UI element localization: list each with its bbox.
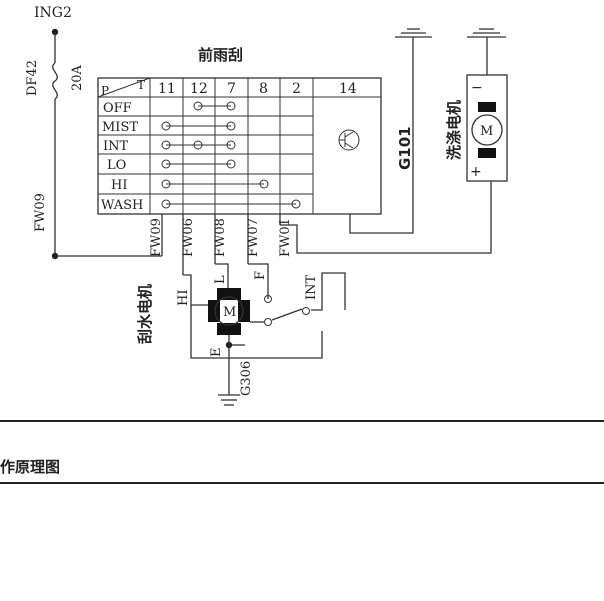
col-header-12: 12 xyxy=(190,81,208,97)
switch-table xyxy=(97,77,382,215)
switch-title: 前雨刮 xyxy=(198,46,243,64)
fuse-name: DF42 xyxy=(25,60,40,96)
row-label-wash: WASH xyxy=(101,198,143,213)
row-label-int: INT xyxy=(103,139,129,154)
g101-label: G101 xyxy=(396,126,414,170)
terminal-f: F xyxy=(253,271,268,280)
ground-node xyxy=(225,341,233,349)
terminal-hi: HI xyxy=(176,290,191,306)
washer-motor-label: 洗涤电机 xyxy=(445,100,463,160)
g101-ground-symbol xyxy=(395,28,432,38)
switch-contacts xyxy=(161,101,301,209)
col-header-11: 11 xyxy=(158,81,176,97)
wire-label-fw07: FW07 xyxy=(246,218,261,257)
col-header-2: 2 xyxy=(292,81,301,97)
wire-label-fw09: FW09 xyxy=(149,218,164,257)
wiper-motor-label: 刮水电机 xyxy=(136,284,154,344)
transistor-symbol xyxy=(338,129,360,151)
wire-label-fw08: FW08 xyxy=(213,218,228,257)
wire-label-fw06: FW06 xyxy=(181,218,196,257)
wiper-motor-m: M xyxy=(223,305,236,320)
g306-ground-symbol xyxy=(218,394,240,406)
fuse-rating: 20A xyxy=(70,64,85,91)
wiper-motor xyxy=(208,288,250,335)
row-label-mist: MIST xyxy=(102,120,138,135)
washer-motor xyxy=(466,74,508,182)
terminal-e: E xyxy=(209,348,224,358)
row-label-hi: HI xyxy=(111,178,127,193)
washer-ground-symbol xyxy=(467,28,506,38)
left-wire-label: FW09 xyxy=(33,193,48,232)
col-header-8: 8 xyxy=(259,81,268,97)
wire-label-fw01: FW01 xyxy=(278,218,293,257)
corner-p: P xyxy=(101,84,109,98)
caption-text: 作原理图 xyxy=(0,458,60,476)
ing2-label: ING2 xyxy=(34,5,72,21)
col-header-7: 7 xyxy=(227,81,236,97)
washer-minus: − xyxy=(471,80,483,96)
terminal-l: L xyxy=(213,275,228,284)
fuse-symbol xyxy=(52,62,58,100)
washer-plus: + xyxy=(470,164,482,180)
col-header-14: 14 xyxy=(339,81,357,97)
row-label-lo: LO xyxy=(107,158,126,173)
terminal-int: INT xyxy=(304,274,319,300)
washer-motor-m: M xyxy=(480,124,493,139)
row-label-off: OFF xyxy=(103,101,132,116)
corner-t: T xyxy=(137,78,145,92)
g306-label: G306 xyxy=(239,361,254,396)
